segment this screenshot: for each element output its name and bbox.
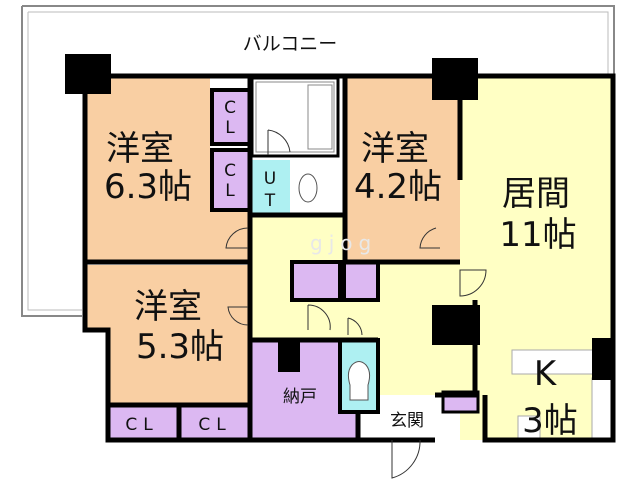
room-2-size: 4.2帖: [354, 167, 442, 207]
western-room-2: [345, 76, 460, 262]
balcony-label: バルコニー: [243, 33, 338, 55]
pillar: [278, 340, 300, 372]
closet-4: [342, 260, 380, 302]
closet-2-label-l: L: [225, 181, 235, 201]
room-3-name: 洋室: [134, 287, 202, 327]
closet-2-label-c: C: [224, 161, 236, 181]
closet-6: [181, 405, 250, 440]
closet-5-label: CL: [125, 415, 158, 435]
walls: [82, 73, 616, 443]
kitchen-size: 3帖: [522, 401, 578, 441]
pillar: [592, 338, 614, 380]
washbasin-icon: [298, 173, 318, 203]
storage-label: 納戸: [283, 387, 317, 407]
living-size: 11帖: [499, 215, 576, 255]
kitchen-counter: [511, 349, 595, 375]
utility-room: [252, 160, 290, 216]
balcony-inner-outline: [27, 11, 609, 311]
bath-floor: [255, 81, 335, 153]
toilet-icon: [347, 361, 371, 401]
entrance: [380, 395, 435, 440]
pillar: [432, 305, 480, 345]
balcony-outline: [21, 5, 615, 317]
washbasin-area: [290, 160, 326, 216]
utility-label-u: U: [264, 169, 276, 189]
living-name: 居間: [502, 174, 570, 214]
room-1-size: 6.3帖: [104, 167, 192, 207]
closet-3: [290, 260, 342, 302]
western-room-1-alcove: [210, 210, 250, 262]
closet-1-label-l: L: [225, 118, 235, 138]
kitchen-name: K: [534, 354, 558, 394]
room-1-name: 洋室: [106, 129, 174, 169]
room-2-name: 洋室: [361, 129, 429, 169]
western-room-1: [85, 76, 210, 262]
closet-6-label: CL: [198, 415, 231, 435]
kitchen-cabinet: [591, 377, 613, 441]
watermark: gjog: [310, 231, 377, 255]
closet-5: [108, 405, 177, 440]
door-swings: [225, 129, 487, 479]
room-3-size: 5.3帖: [136, 327, 224, 367]
bathtub-icon: [307, 84, 333, 150]
utility-label-t: T: [264, 191, 276, 211]
closet-1-label-c: C: [224, 98, 236, 118]
living-room: [460, 76, 613, 440]
closet-2: [210, 148, 252, 212]
pillar: [432, 58, 478, 100]
bathroom: [250, 76, 340, 158]
pillar: [65, 54, 111, 94]
entrance-label: 玄関: [390, 411, 424, 431]
western-room-3: [85, 265, 250, 405]
